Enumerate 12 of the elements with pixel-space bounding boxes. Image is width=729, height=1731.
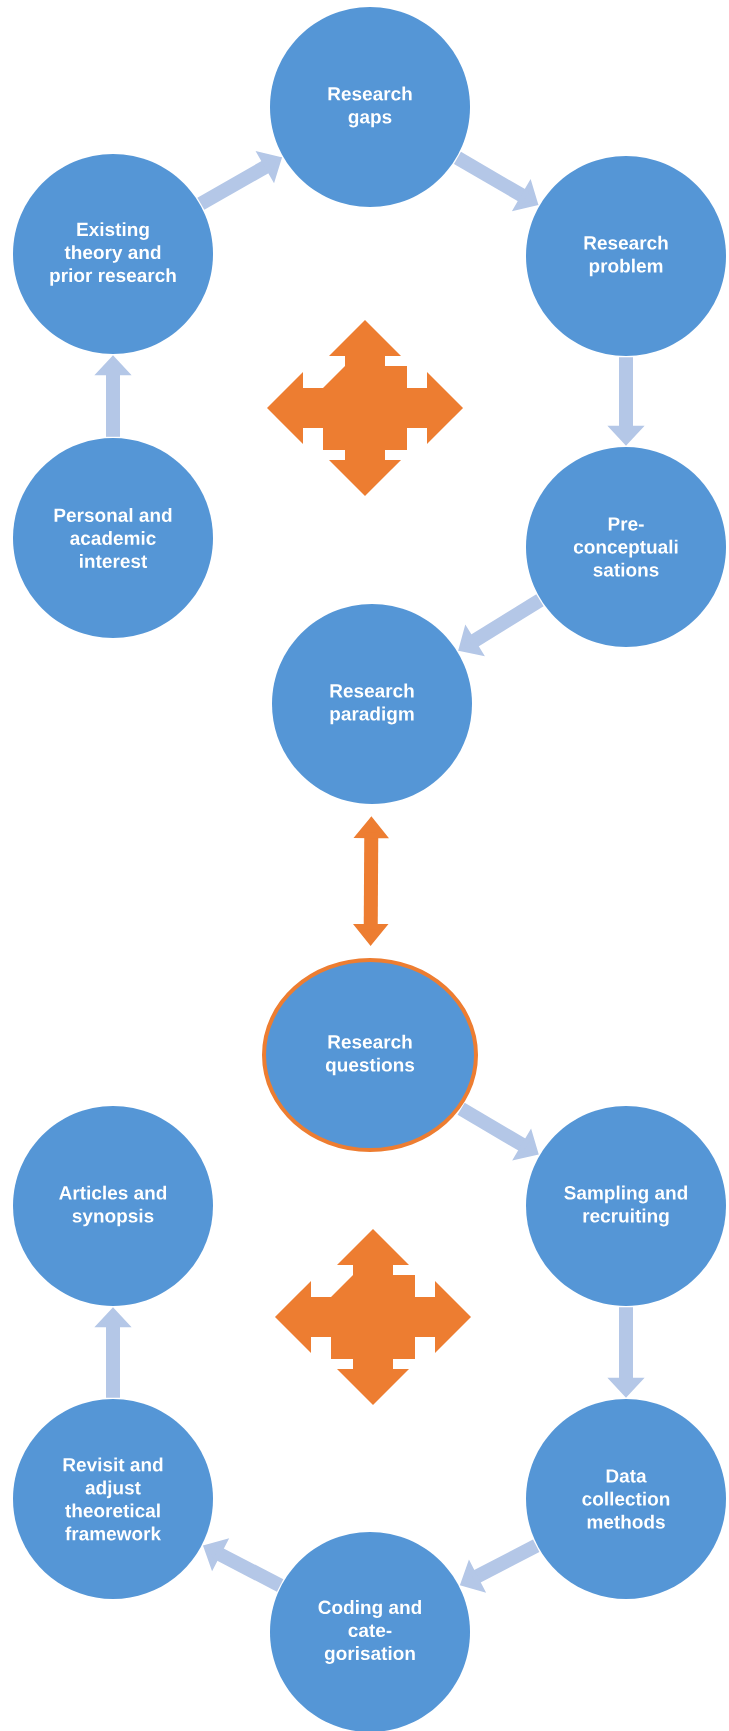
block-arrow — [458, 594, 544, 657]
circle-node: Existing theory and prior research — [13, 154, 213, 354]
circle-node: Research problem — [526, 156, 726, 356]
circle-node: Research questions — [262, 958, 478, 1152]
circle-node: Revisit and adjust theoretical framework — [13, 1399, 213, 1599]
circle-node: Research paradigm — [272, 604, 472, 804]
circle-node: Personal and academic interest — [13, 438, 213, 638]
circle-node: Research gaps — [270, 7, 470, 207]
circle-node: Articles and synopsis — [13, 1106, 213, 1306]
circle-node: Sampling and recruiting — [526, 1106, 726, 1306]
circle-node: Pre- conceptuali sations — [526, 447, 726, 647]
circle-node: Data collection methods — [526, 1399, 726, 1599]
